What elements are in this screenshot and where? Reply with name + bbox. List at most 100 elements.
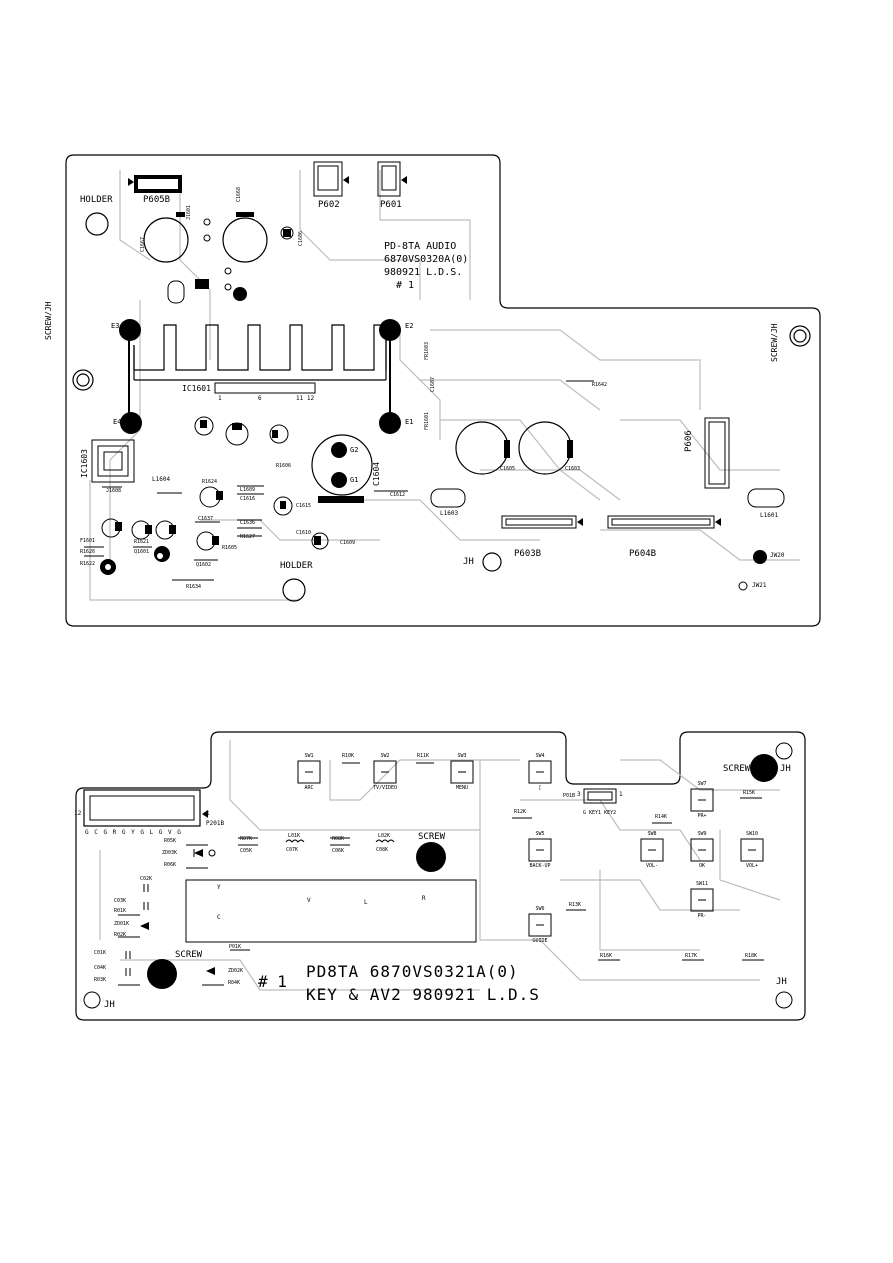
label-c1604: C1604	[372, 461, 381, 486]
label-e1: E1	[405, 418, 414, 426]
p201b-pin-1: 1	[206, 810, 210, 817]
hole-bottom-left	[83, 991, 101, 1009]
jh-label-right-bottom: JH	[776, 977, 787, 987]
ref-r1606: R1627	[240, 534, 256, 540]
ref-c1615: R1605	[222, 545, 238, 551]
ref-r13k: R13K	[569, 902, 582, 908]
av-letter-c: C	[217, 914, 221, 921]
switch-sw11	[690, 888, 714, 912]
screw-hole-right	[789, 325, 811, 347]
ref-r03k: R03K	[94, 977, 107, 983]
label-p602: P602	[318, 200, 340, 210]
ref-j1601: J1601	[186, 204, 192, 220]
ref-r17k: R17K	[685, 953, 698, 959]
switch-ref-sw3: SW3	[457, 753, 467, 759]
ref-r1627: C1637	[198, 516, 214, 522]
audio-title: PD-8TA AUDIO 6870VS0320A(0) 980921 L.D.S…	[384, 240, 468, 292]
jumper-jw21	[738, 581, 748, 591]
switch-ref-sw10: SW10	[745, 831, 759, 837]
switch-sw3	[450, 760, 474, 784]
label-p603b: P603B	[514, 549, 542, 559]
label-l1601: L1601	[760, 512, 779, 519]
p201b-pins: G C G R G Y G L G V G	[85, 829, 182, 836]
switch-ref-sw8: SW8	[647, 831, 657, 837]
ref-r1642: R1642	[592, 382, 608, 388]
bottom-title-line-1: PD8TA 6870VS0321A(0)	[306, 962, 519, 981]
ref-f1601: C1612	[390, 492, 406, 498]
connector-p606	[704, 417, 730, 489]
ref-c08k: C08K	[376, 847, 389, 853]
holder-hole-top-left	[85, 212, 109, 236]
pad-e4	[120, 412, 142, 434]
ref-c02k: C02K	[140, 876, 153, 882]
ref-r1605: C1636	[240, 520, 256, 526]
connector-p602	[313, 161, 349, 197]
ref-c07k: C07K	[286, 847, 299, 853]
switch-name-sw11: PR-	[697, 913, 707, 919]
label-p201b: P201B	[206, 820, 225, 827]
av-letter-y: Y	[217, 884, 221, 891]
pad-e1	[379, 412, 401, 434]
bottom-traces	[99, 740, 781, 991]
title-line-4: # 1	[396, 280, 415, 291]
heatsink-pin-6: 6	[258, 395, 262, 402]
bottom-board-outline	[75, 731, 806, 1021]
label-ic1601: IC1601	[182, 384, 211, 393]
label-l1604: L1604	[152, 476, 171, 483]
av-letter-v: V	[307, 897, 311, 904]
ref-r12k: R12K	[514, 809, 527, 815]
ref-fr1603: FR1603	[424, 341, 430, 360]
switch-ref-sw1: SW1	[304, 753, 314, 759]
ref-l01k: L01K	[288, 833, 301, 839]
ref-zd02k: ZD02K	[228, 968, 244, 974]
connector-p603b	[501, 515, 583, 529]
label-e2: E2	[405, 322, 414, 330]
ref-c1602: C1605	[500, 466, 516, 472]
ref-c1601: C1603	[565, 466, 581, 472]
title-line-1: PD-8TA AUDIO	[384, 241, 457, 252]
switch-sw7	[690, 788, 714, 812]
ref-c1613: C1610	[296, 530, 312, 536]
label-g1: G1	[350, 476, 359, 484]
screw-label-right: SCREW	[723, 764, 751, 774]
switch-name-sw1: ARC	[304, 785, 314, 791]
ref-r11k: R11K	[417, 753, 430, 759]
issue-mark: # 1	[258, 972, 287, 991]
label-p606: P606	[684, 430, 694, 452]
holder-label-1: HOLDER	[80, 195, 113, 205]
ref-c01k: C01K	[94, 950, 107, 956]
switch-ref-sw4: SW4	[535, 753, 545, 759]
switch-name-sw7: PR+	[697, 813, 707, 819]
ref-r16k: R16K	[600, 953, 613, 959]
label-p604b: P604B	[629, 549, 657, 559]
p201b-pin-12: 12	[74, 810, 82, 817]
switch-group	[297, 760, 764, 937]
p01b-pin-1: 1	[619, 791, 623, 798]
ref-r05k: R05K	[164, 838, 177, 844]
av-area	[185, 879, 477, 943]
holder-hole-bottom	[282, 578, 306, 602]
connector-p201b	[83, 789, 208, 827]
heatsink-pin-1: 1	[218, 395, 222, 402]
screw-hole-middle	[416, 842, 446, 872]
label-e4: E4	[113, 418, 122, 426]
switch-name-sw2: TV/VIDEO	[372, 785, 398, 791]
title-line-2: 6870VS0320A(0)	[384, 254, 469, 265]
top-board	[65, 154, 821, 627]
label-e3: E3	[111, 322, 120, 330]
p01b-keys: G KEY1 KEY2	[583, 810, 617, 816]
p01b-pin-3: 3	[577, 791, 581, 798]
capacitor-c1602	[455, 421, 510, 475]
switch-sw2	[373, 760, 397, 784]
pad-e2	[379, 319, 401, 341]
screw-label-middle: SCREW	[418, 832, 446, 842]
ref-p01k: P01K	[229, 944, 242, 950]
ref-c04k: C04K	[94, 965, 107, 971]
switch-ref-sw7: SW7	[697, 781, 707, 787]
zener-z1601	[167, 280, 185, 304]
ref-c05k: C05K	[240, 848, 253, 854]
label-jw21: JW21	[752, 582, 767, 589]
ref-zd01k: ZD01K	[114, 921, 130, 927]
switch-name-sw3: MENU	[455, 785, 469, 791]
